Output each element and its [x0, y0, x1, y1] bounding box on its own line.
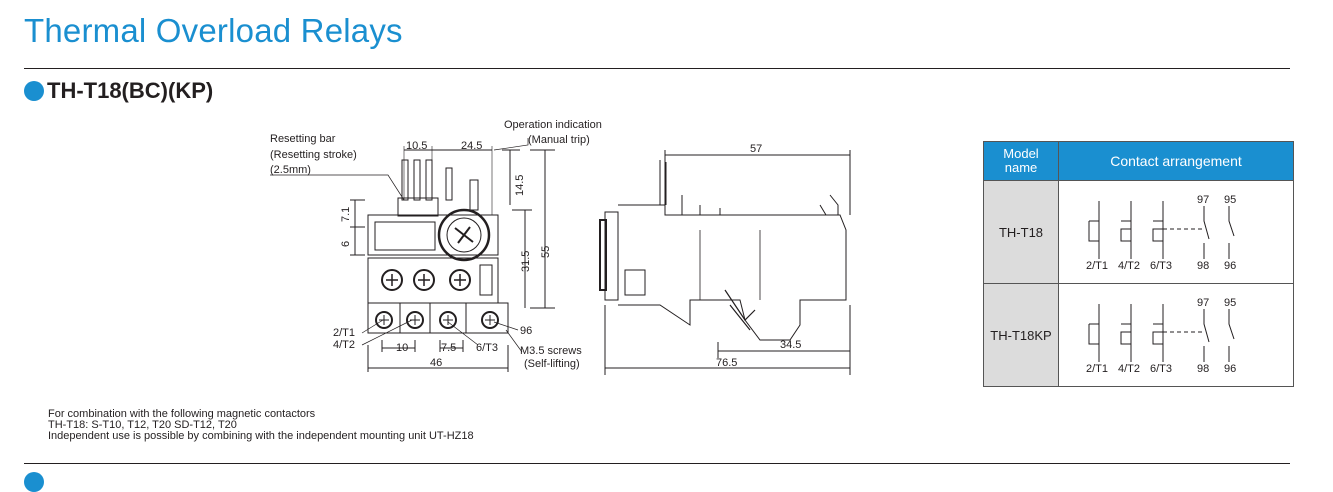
notes-block: For combination with the following magne… — [48, 409, 474, 442]
model-cell: TH-T18KP — [983, 283, 1059, 387]
side-view — [599, 150, 851, 375]
table-row: TH-T18KP 97 95 2/T1 4/T2 6/T3 98 96 — [983, 283, 1294, 387]
contact-97: 97 — [1197, 297, 1209, 309]
dim-7-1: 7.1 — [340, 207, 352, 222]
operation-indication-label: Operation indication — [504, 119, 602, 131]
model-cell: TH-T18 — [983, 180, 1059, 284]
dim-7-5: 7.5 — [441, 342, 456, 354]
dimension-drawing: Resetting bar (Resetting stroke) (2.5mm)… — [270, 119, 851, 375]
bullet-dot-icon — [24, 81, 44, 101]
dim-55: 55 — [540, 246, 552, 258]
dim-31-5: 31.5 — [520, 251, 532, 272]
contact-96: 96 — [1224, 363, 1236, 375]
contact-schematic: 97 95 2/T1 4/T2 6/T3 98 96 — [1086, 297, 1236, 375]
dim-34-5: 34.5 — [780, 339, 801, 351]
contact-6-t3: 6/T3 — [1150, 260, 1172, 272]
note-line-2: TH-T18: S-T10, T12, T20 SD-T12, T20 — [48, 419, 237, 431]
terminal-2-t1: 2/T1 — [333, 327, 355, 339]
contact-95: 95 — [1224, 194, 1236, 206]
contact-4-t2: 4/T2 — [1118, 363, 1140, 375]
contact-98: 98 — [1197, 363, 1209, 375]
contact-2-t1: 2/T1 — [1086, 363, 1108, 375]
resetting-stroke-value: (2.5mm) — [270, 164, 311, 176]
note-line-1: For combination with the following magne… — [48, 408, 316, 420]
contact-arrangement-table: Model name Contact arrangement TH-T18 97… — [983, 141, 1294, 387]
section-heading: TH-T18(BC)(KP) — [24, 78, 213, 104]
header-model-name: Model name — [983, 141, 1059, 181]
dim-14-5: 14.5 — [514, 175, 526, 196]
contact-96: 96 — [1224, 260, 1236, 272]
page-title: Thermal Overload Relays — [24, 12, 403, 49]
contact-diagram-cell: 97 95 2/T1 4/T2 6/T3 98 96 — [1058, 180, 1294, 284]
dim-24-5: 24.5 — [461, 140, 482, 152]
contact-2-t1: 2/T1 — [1086, 260, 1108, 272]
section-title: TH-T18(BC)(KP) — [47, 78, 214, 103]
terminal-6-t3: 6/T3 — [476, 342, 498, 354]
terminal-96: 96 — [520, 325, 532, 337]
resetting-stroke-label: (Resetting stroke) — [270, 149, 357, 161]
terminal-4-t2: 4/T2 — [333, 339, 355, 351]
header-contact-arrangement: Contact arrangement — [1058, 141, 1294, 181]
contact-schematic: 97 95 2/T1 4/T2 6/T3 98 96 — [1086, 194, 1236, 272]
note-line-3: Independent use is possible by combining… — [48, 430, 474, 442]
contact-6-t3: 6/T3 — [1150, 363, 1172, 375]
contact-98: 98 — [1197, 260, 1209, 272]
dim-6: 6 — [340, 241, 352, 247]
table-row: TH-T18 97 95 2/T1 4/T2 6/T3 98 96 — [983, 180, 1294, 284]
bullet-dot-icon — [24, 472, 44, 492]
header-model-line2: name — [1004, 160, 1038, 175]
contact-diagram-cell: 97 95 2/T1 4/T2 6/T3 98 96 — [1058, 283, 1294, 387]
front-view — [270, 138, 555, 372]
dim-57: 57 — [750, 143, 762, 155]
screws-label: M3.5 screws — [520, 345, 582, 357]
table-header-row: Model name Contact arrangement — [983, 141, 1294, 181]
manual-trip-label: (Manual trip) — [528, 134, 590, 146]
contact-97: 97 — [1197, 194, 1209, 206]
dim-10: 10 — [396, 342, 408, 354]
contact-4-t2: 4/T2 — [1118, 260, 1140, 272]
contact-95: 95 — [1224, 297, 1236, 309]
dim-10-5: 10.5 — [406, 140, 427, 152]
self-lifting-label: (Self-lifting) — [524, 358, 580, 370]
resetting-bar-label: Resetting bar — [270, 133, 336, 145]
header-model-line1: Model — [1003, 146, 1039, 161]
bottom-divider — [24, 463, 1290, 464]
top-divider — [24, 68, 1290, 69]
dim-46: 46 — [430, 357, 442, 369]
dim-76-5: 76.5 — [716, 357, 737, 369]
